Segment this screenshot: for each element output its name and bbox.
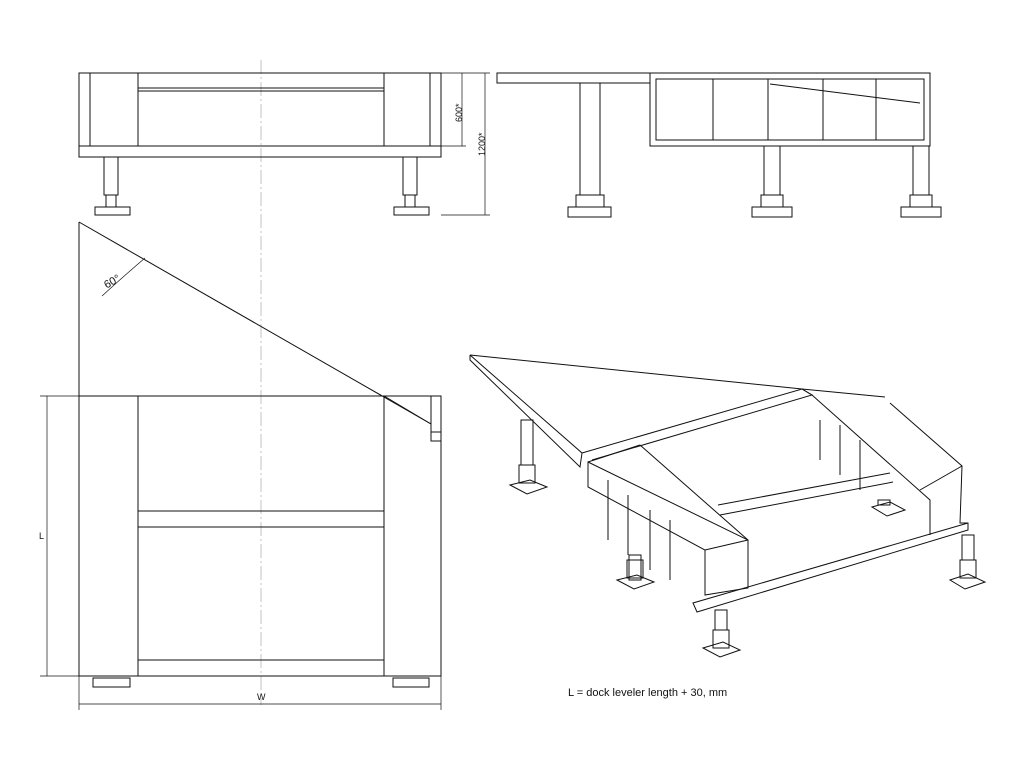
- plan-view: [78, 221, 442, 688]
- isometric-view: [469, 354, 987, 658]
- front-view: [78, 72, 442, 216]
- dimension-1200: 1200*: [477, 132, 487, 156]
- dimension-width: W: [257, 692, 266, 702]
- length-note: L = dock leveler length + 30, mm: [568, 687, 728, 699]
- dimension-length: L: [39, 531, 45, 541]
- dimension-lines: [40, 72, 490, 710]
- dimension-600: 600*: [454, 103, 464, 122]
- side-view: [496, 72, 942, 218]
